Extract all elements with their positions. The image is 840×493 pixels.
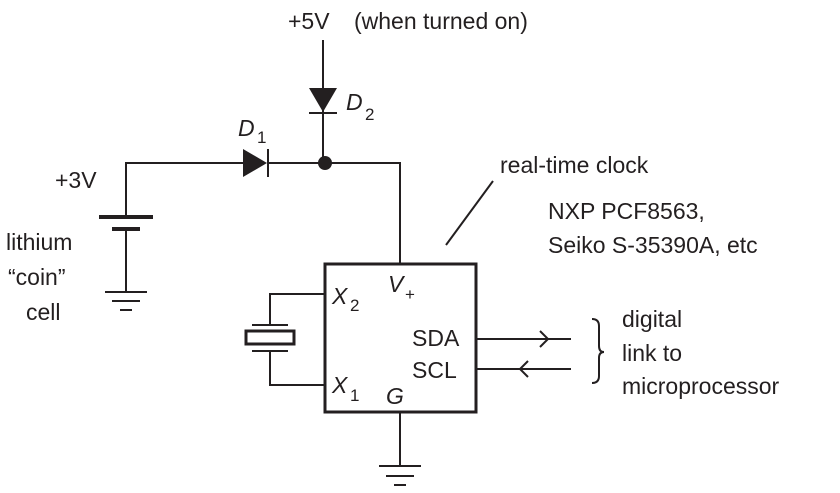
pin-vplus-letter: V (388, 271, 406, 297)
battery-symbol (99, 215, 153, 292)
crystal-icon (244, 324, 296, 352)
diode-d1-subscript: 1 (257, 128, 266, 147)
wire-x1-to-crystal (269, 351, 325, 386)
battery-label-line-1: lithium (6, 229, 72, 255)
callout-leader-line (445, 180, 494, 246)
link-label: digital link to microprocessor (622, 306, 780, 399)
supply-5v-voltage: +5V (288, 8, 330, 34)
diode-d2-anode-triangle (309, 88, 337, 112)
rtc-part-line-1: NXP PCF8563, (548, 198, 705, 224)
link-label-line-3: microprocessor (622, 373, 780, 399)
link-label-line-1: digital (622, 306, 682, 332)
rtc-part-line-2: Seiko S-35390A, etc (548, 232, 758, 258)
pin-x1-subscript: 1 (350, 386, 359, 405)
crystal-body (244, 329, 296, 346)
diode-d2-label: D 2 (346, 89, 374, 124)
supply-5v-label: +5V (when turned on) (288, 8, 528, 34)
pin-x1-letter: X (331, 372, 349, 398)
pin-scl-label: SCL (412, 357, 457, 383)
wire-junction-to-vplus (323, 162, 401, 264)
battery-label: lithium “coin” cell (6, 229, 72, 325)
ic-ground-icon (379, 465, 421, 486)
diode-d1-anode-triangle (243, 149, 267, 177)
wire-battery-to-d1 (125, 162, 243, 217)
pin-x2-subscript: 2 (350, 296, 359, 315)
supply-3v-label: +3V (55, 167, 97, 193)
pin-x2-letter: X (331, 283, 349, 309)
diode-d2-symbol (309, 88, 337, 114)
pin-sda-label: SDA (412, 325, 460, 351)
pin-vplus-label: V + (388, 271, 415, 304)
diode-d1-label: D 1 (238, 115, 266, 147)
link-label-line-2: link to (622, 340, 682, 366)
scl-arrow-left-icon (518, 360, 529, 378)
rtc-callout-label: real-time clock (500, 152, 649, 178)
link-brace-icon (591, 318, 605, 384)
diode-d1-letter: D (238, 115, 255, 141)
pin-x2-label: X 2 (331, 283, 359, 315)
diode-d2-subscript: 2 (365, 105, 374, 124)
supply-5v-note: (when turned on) (354, 8, 528, 34)
pin-x1-label: X 1 (331, 372, 359, 405)
battery-ground-icon (105, 291, 147, 311)
sda-arrow-right-icon (539, 330, 550, 348)
diode-d2-letter: D (346, 89, 363, 115)
diode-d1-symbol (243, 149, 269, 177)
pin-vplus-subscript: + (405, 285, 415, 304)
wire-x2-to-crystal (269, 293, 325, 325)
battery-label-line-3: cell (26, 299, 61, 325)
battery-label-line-2: “coin” (8, 264, 66, 290)
pin-ground-label: G (386, 383, 404, 409)
